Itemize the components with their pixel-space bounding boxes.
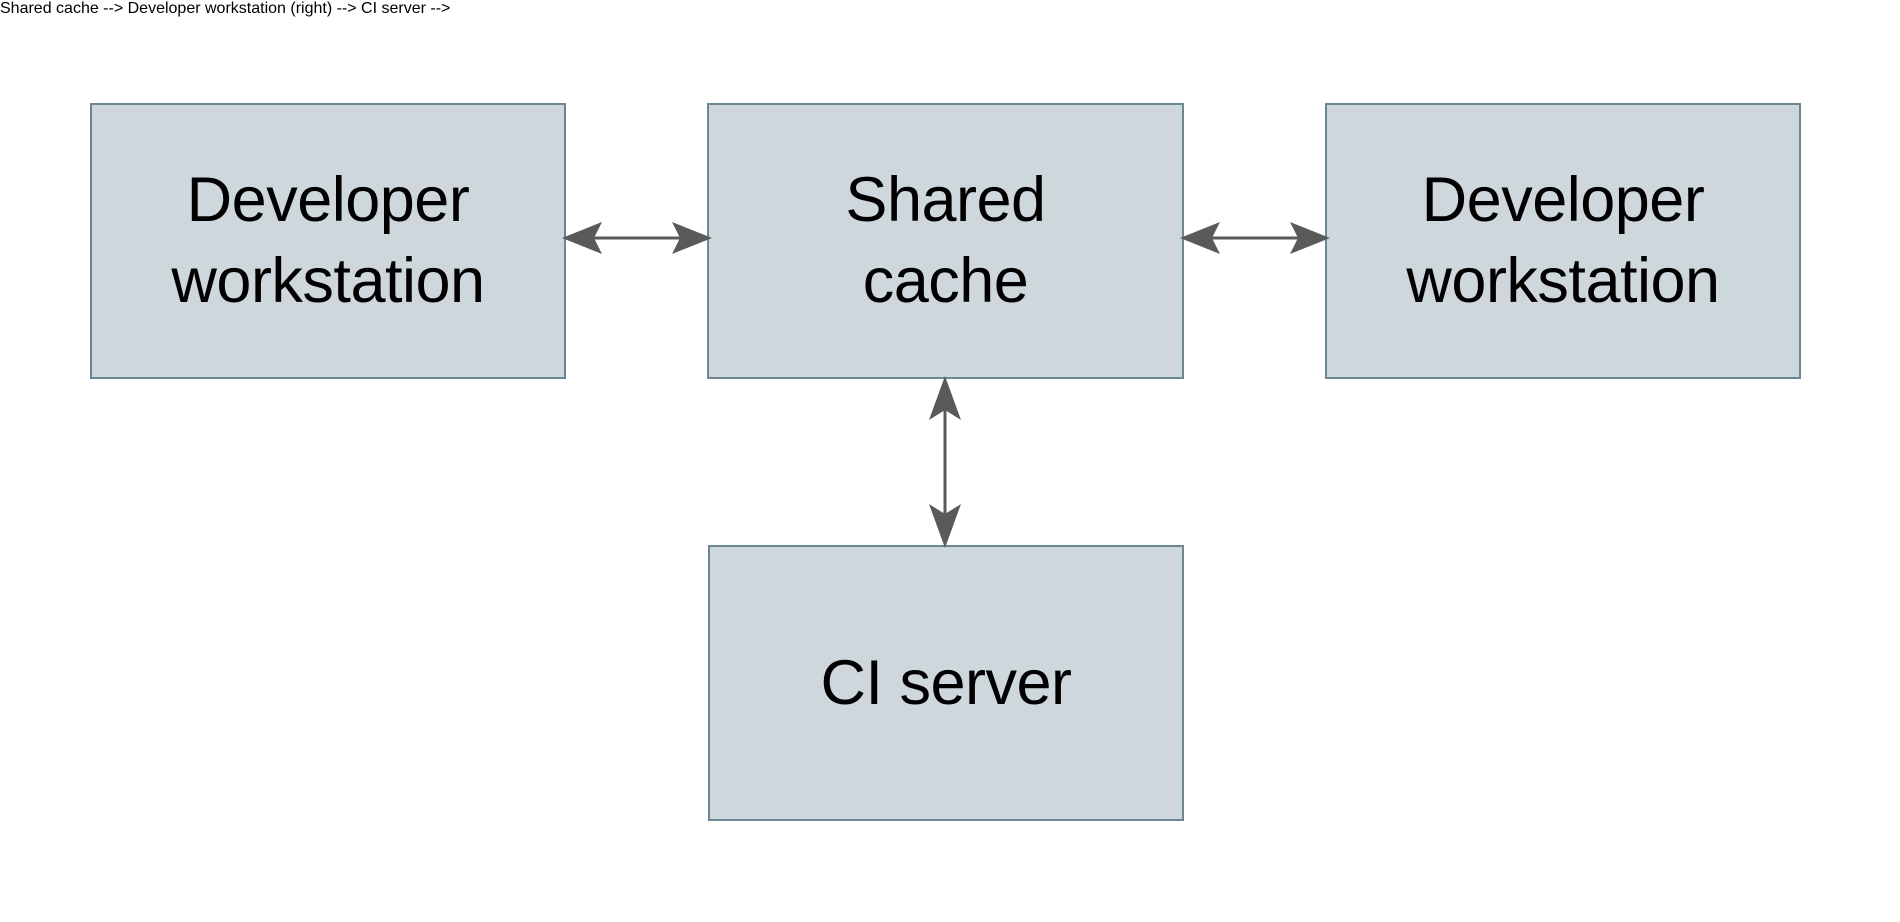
node-label: Shared cache — [845, 165, 1046, 316]
double-headed-arrow-icon — [929, 376, 961, 548]
node-shared-cache[interactable]: Shared cache — [707, 103, 1184, 379]
double-headed-arrow-icon — [562, 222, 712, 254]
node-label: CI server — [820, 647, 1072, 718]
edge-developer-left-to-shared-cache — [562, 214, 712, 262]
double-headed-arrow-icon — [1180, 222, 1330, 254]
node-ci-server[interactable]: CI server — [708, 545, 1184, 821]
node-developer-workstation-right[interactable]: Developer workstation — [1325, 103, 1801, 379]
edge-shared-cache-to-ci-server — [921, 376, 969, 548]
edge-shared-cache-to-developer-right — [1180, 214, 1330, 262]
node-developer-workstation-left[interactable]: Developer workstation — [90, 103, 566, 379]
node-label: Developer workstation — [171, 165, 485, 316]
node-label: Developer workstation — [1406, 165, 1720, 316]
